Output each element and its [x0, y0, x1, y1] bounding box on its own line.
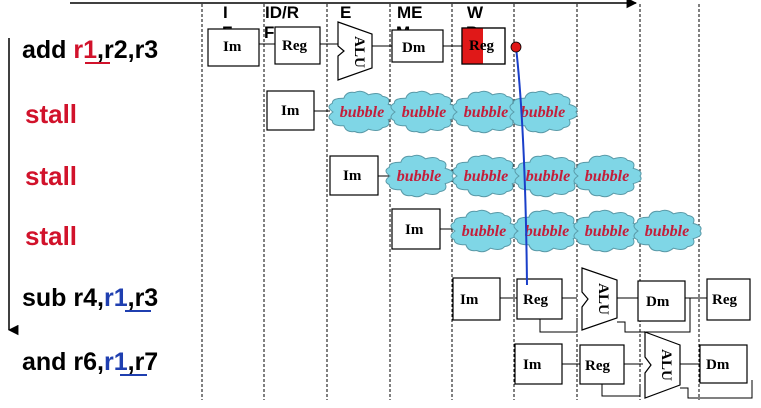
- and-dm-box: [699, 344, 748, 384]
- sub-wb-label: Reg: [712, 292, 737, 308]
- stall3-im-label: Im: [405, 222, 424, 238]
- bubble-shape: [513, 209, 582, 253]
- sub-reg-label: Reg: [523, 292, 548, 308]
- and-dm-label: Dm: [706, 357, 730, 373]
- bubble-label: bubble: [340, 104, 384, 121]
- sub-dm-box: [637, 280, 686, 322]
- add-wb-label: Reg: [469, 38, 494, 54]
- add-wb-write-half: [462, 28, 483, 64]
- bubble-shape: [328, 90, 397, 134]
- sub-alu: [581, 267, 618, 331]
- and-reg-label: Reg: [585, 358, 610, 374]
- bubble-shape: [385, 154, 454, 198]
- row-sub: Im Reg ALU Dm Reg: [452, 267, 751, 333]
- stall2-im-label: Im: [343, 168, 362, 184]
- stall1-im-box: [266, 90, 315, 131]
- stall3-im-box: [391, 208, 441, 250]
- header-ex-1: E: [340, 3, 351, 22]
- sub-wb-box: [706, 278, 751, 321]
- bubble-label: bubble: [521, 104, 565, 121]
- sub-im-box: [452, 277, 501, 321]
- bubble-label: bubble: [525, 223, 569, 240]
- bubble-shape: [573, 209, 642, 253]
- header-if-1: I: [223, 3, 228, 22]
- bubble-shape: [450, 209, 519, 253]
- add-dm-label: Dm: [402, 40, 426, 56]
- instr-stall-2: stall: [25, 161, 77, 191]
- row-add: Im Reg ALU Dm Reg: [207, 21, 506, 81]
- sub-reg-box: [516, 278, 563, 320]
- header-wb-1: W: [467, 3, 484, 22]
- and-alu: [644, 331, 681, 399]
- row-stall-1: Im: [266, 90, 330, 131]
- bubble-shape: [633, 209, 702, 253]
- bubble-label: bubble: [585, 168, 629, 185]
- sub-alu-label: ALU: [595, 283, 611, 315]
- row-and: Im Reg ALU Dm: [514, 331, 753, 399]
- add-im-label: Im: [223, 39, 242, 55]
- bubble-label: bubble: [585, 223, 629, 240]
- instruction-labels: add r1,r2,r3 stall stall stall sub r4,r1…: [22, 36, 158, 376]
- bubble-label: bubble: [462, 223, 506, 240]
- row-stall-3: Im: [391, 208, 453, 250]
- add-dm-box: [391, 29, 444, 63]
- and-reg-box: [579, 344, 625, 385]
- and-im-label: Im: [523, 357, 542, 373]
- and-alu-label: ALU: [658, 349, 674, 381]
- bubble-group: bubble bubble bubble bubble bubble bubble bubb…: [328, 90, 702, 253]
- header-id-2: F: [264, 23, 274, 42]
- add-im-box: [207, 28, 260, 67]
- bubble-label: bubble: [464, 168, 508, 185]
- dependency-line: [515, 46, 528, 286]
- instr-add: add r1,r2,r3: [22, 36, 158, 64]
- bubble-shape: [452, 90, 521, 134]
- sub-im-label: Im: [460, 292, 479, 308]
- instr-stall-3: stall: [25, 221, 77, 251]
- stall1-im-label: Im: [281, 103, 300, 119]
- bubble-label: bubble: [397, 168, 441, 185]
- bubble-label: bubble: [526, 168, 570, 185]
- bubble-shape: [390, 90, 459, 134]
- cycle-dividers: [201, 4, 700, 400]
- add-reg-label: Reg: [282, 38, 307, 54]
- bubble-shape: [514, 154, 583, 198]
- bubble-label: bubble: [402, 104, 446, 121]
- dependency-source-dot: [510, 41, 522, 53]
- bubble-shape: [573, 154, 642, 198]
- add-reg-box: [274, 26, 321, 65]
- bubble-label: bubble: [645, 223, 689, 240]
- add-alu-label: ALU: [351, 36, 367, 68]
- header-id-1: ID/R: [265, 3, 299, 22]
- instr-stall-1: stall: [25, 99, 77, 129]
- row-stall-2: Im: [329, 155, 390, 196]
- bubble-shape: [509, 90, 578, 134]
- add-alu: [337, 21, 373, 81]
- instr-and: and r6,r1,r7: [22, 348, 158, 376]
- instr-sub: sub r4,r1,r3: [22, 284, 158, 312]
- sub-dm-label: Dm: [646, 294, 670, 310]
- bubble-label: bubble: [464, 104, 508, 121]
- bubble-shape: [452, 154, 521, 198]
- header-mem-1: ME: [397, 3, 423, 22]
